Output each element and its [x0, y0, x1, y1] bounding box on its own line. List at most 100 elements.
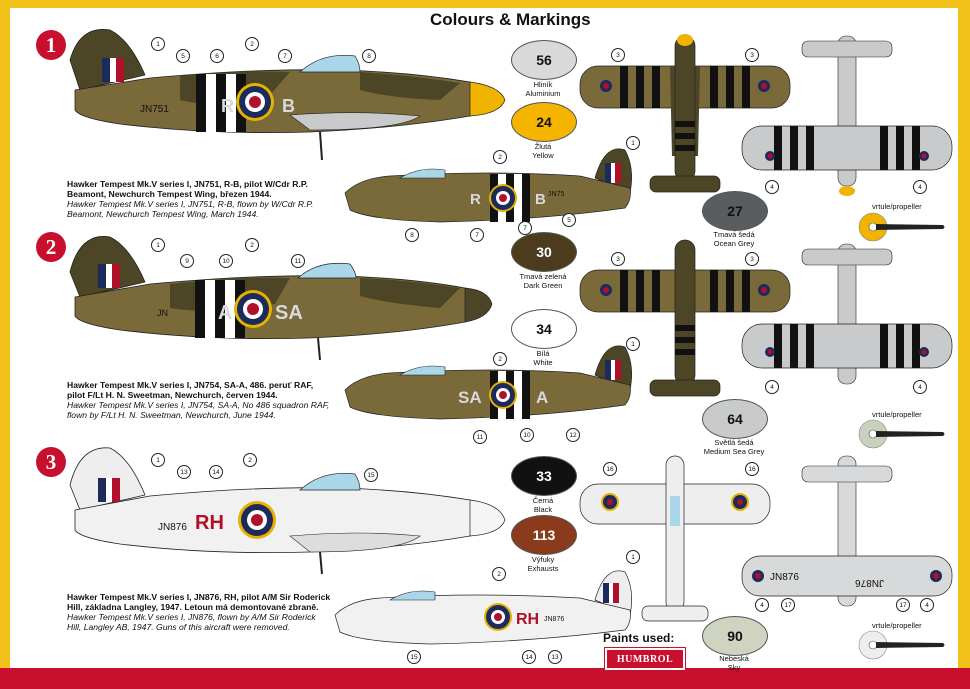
page-title: Colours & Markings — [430, 10, 591, 29]
paint-en: White — [533, 358, 553, 367]
paints-used-label: Paints used: — [603, 631, 675, 645]
s3-plan-callout: 17 — [896, 598, 910, 612]
propeller-2-label: vrtule/propeller — [872, 410, 922, 419]
s1-callout: 7 — [278, 49, 292, 63]
scheme3-plan-bottom: JN876 JN876 — [741, 455, 953, 607]
scheme2-caption-cz: Hawker Tempest Mk.V series I, JN754, SA-… — [67, 380, 314, 400]
scheme2-side-profile: SA A JN — [69, 236, 493, 361]
s1-callout: 8 — [362, 49, 376, 63]
s1-side-callout: 8 — [405, 228, 419, 242]
paint-cz: Výfuky — [531, 555, 555, 564]
s1-code-right: B — [282, 96, 295, 116]
scheme3-side-small: RH JN876 — [334, 570, 632, 645]
s2-plan-callout: 4 — [765, 380, 779, 394]
paint-en: Dark Green — [523, 281, 563, 290]
scheme2-plan-bottom — [741, 243, 953, 385]
scheme2-plan-top — [579, 239, 791, 397]
s3-callout: 15 — [364, 468, 378, 482]
s2-serial: JN — [157, 308, 168, 318]
paint-en: Medium Sea Grey — [703, 447, 765, 456]
paint-swatch-27: 27 — [702, 191, 768, 231]
paint-swatch-56: 56 — [511, 40, 577, 80]
scheme1-caption-en: Hawker Tempest Mk.V series I, JN751, R-B… — [67, 199, 314, 219]
scheme1-caption-cz: Hawker Tempest Mk.V series I, JN751, R-B… — [67, 179, 308, 199]
s1-plan-callout: 3 — [611, 48, 625, 62]
paint-cz: Tmavá šedá — [713, 230, 755, 239]
s1-side-callout: 1 — [626, 136, 640, 150]
scheme1-plan-bottom — [741, 35, 953, 196]
s3-serial: JN876 — [158, 522, 187, 533]
s3-side-code: RH — [516, 611, 539, 628]
s3-plan-callout: 4 — [755, 598, 769, 612]
paint-en: Ocean Grey — [713, 239, 755, 248]
scheme2-caption-en: Hawker Tempest Mk.V series I, JN754, SA-… — [67, 400, 330, 420]
scheme1-caption: Hawker Tempest Mk.V series I, JN751, R-B… — [67, 179, 332, 219]
s2-side-callout: 12 — [566, 428, 580, 442]
s1-plan-callout: 4 — [765, 180, 779, 194]
s1-serial: JN751 — [140, 104, 169, 115]
paint-cz: Černá — [532, 496, 554, 505]
s1-side-callout: 5 — [562, 213, 576, 227]
propeller-1-icon — [858, 212, 945, 242]
paint-swatch-113: 113 — [511, 515, 577, 555]
paint-cz: Žlutá — [534, 142, 552, 151]
paint-en: Exhausts — [527, 564, 559, 573]
scheme3-side-profile: RH JN876 — [69, 447, 506, 575]
paint-cz: Nebeská — [719, 654, 749, 663]
s2-callout: 1 — [151, 238, 165, 252]
s3-callout: 1 — [151, 453, 165, 467]
s3-side-callout: 13 — [548, 650, 562, 664]
scheme1-side-profile: R B JN751 — [69, 28, 506, 161]
propeller-3-label: vrtule/propeller — [872, 621, 922, 630]
s1-callout: 1 — [151, 37, 165, 51]
propeller-2-icon — [858, 419, 945, 449]
paint-en: Sky — [727, 663, 741, 672]
bottom-red-strip — [0, 668, 970, 689]
s2-plan-callout: 3 — [745, 252, 759, 266]
scheme3-caption-cz: Hawker Tempest Mk.V series I, JN876, RH,… — [67, 592, 331, 612]
paint-en: Aluminium — [525, 89, 561, 98]
s2-callout: 10 — [219, 254, 233, 268]
s2-plan-callout: 4 — [913, 380, 927, 394]
s2-side-code2: A — [536, 388, 548, 407]
s1-code-left: R — [221, 96, 234, 116]
paint-en: Yellow — [532, 151, 554, 160]
s2-side-callout: 2 — [493, 352, 507, 366]
propeller-1-label: vrtule/propeller — [872, 202, 922, 211]
paint-swatch-64: 64 — [702, 399, 768, 439]
paint-swatch-24: 24 — [511, 102, 577, 142]
scheme2-side-small: SA A — [344, 345, 632, 420]
s1-side-serial: JN75 — [548, 191, 564, 198]
s1-callout: 2 — [245, 37, 259, 51]
s3-callout: 2 — [243, 453, 257, 467]
s3-side-callout: 2 — [492, 567, 506, 581]
s3-plan-callout: 16 — [745, 462, 759, 476]
s3-side-callout: 1 — [626, 550, 640, 564]
s2-side-callout: 10 — [520, 428, 534, 442]
s2-plan-callout: 3 — [611, 252, 625, 266]
s1-plan-callout: 3 — [745, 48, 759, 62]
s3-side-callout: 14 — [522, 650, 536, 664]
s2-side-callout: 1 — [626, 337, 640, 351]
paint-cz: Bílá — [536, 349, 550, 358]
paint-cz: Hliník — [533, 80, 553, 89]
s1-callout: 6 — [210, 49, 224, 63]
scheme-badge-1: 1 — [36, 30, 66, 60]
humbrol-logo: HUMBROL — [604, 647, 686, 671]
paint-cz: Tmavá zelená — [519, 272, 567, 281]
paint-en: Black — [533, 505, 553, 514]
paint-swatch-90: 90 — [702, 616, 768, 656]
s1-side-code: R — [470, 191, 481, 208]
propeller-3-icon — [858, 630, 945, 660]
s3-side-callout: 15 — [407, 650, 421, 664]
s2-code-left: SA — [275, 302, 303, 324]
s3-plan-callout: 17 — [781, 598, 795, 612]
scheme-badge-2: 2 — [36, 232, 66, 262]
s2-code-right: A — [218, 302, 232, 324]
s3-callout: 14 — [209, 465, 223, 479]
